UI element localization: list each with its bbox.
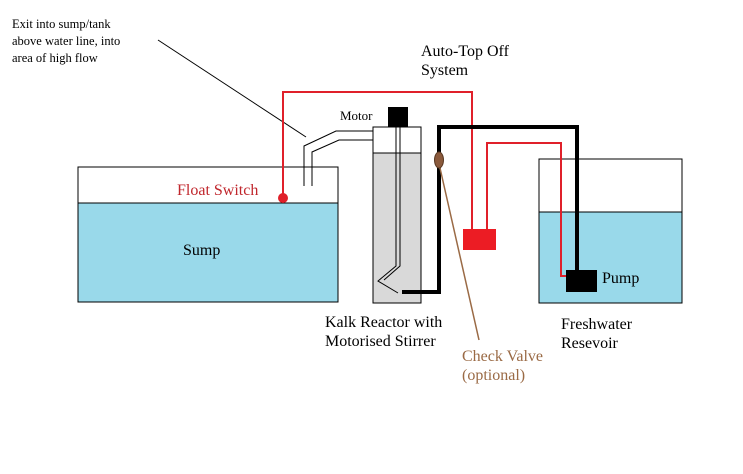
motor-label: Motor bbox=[340, 108, 373, 123]
feed-pipe bbox=[402, 125, 579, 294]
reactor-cap bbox=[372, 126, 422, 154]
sump-tank bbox=[77, 166, 339, 303]
pump-label: Pump bbox=[602, 270, 640, 287]
exit-note: Exit into sump/tank above water line, in… bbox=[12, 16, 120, 67]
kalk-reactor-line-1: Kalk Reactor with bbox=[325, 314, 443, 331]
kalk-reactor-label: Kalk Reactor with Motorised Stirrer bbox=[325, 313, 442, 351]
reactor-body bbox=[372, 152, 422, 304]
exit-note-line-1: Exit into sump/tank bbox=[12, 17, 111, 31]
auto-top-off-line-2: System bbox=[421, 62, 469, 79]
sump-label: Sump bbox=[183, 242, 221, 259]
stirrer-shaft bbox=[377, 127, 399, 294]
freshwater-label: Freshwater Resevoir bbox=[561, 315, 632, 353]
exit-pipe bbox=[303, 130, 373, 186]
float-switch-label: Float Switch bbox=[177, 182, 259, 199]
exit-note-line-3: area of high flow bbox=[12, 51, 98, 65]
stirrer-shaft-2 bbox=[383, 127, 401, 281]
ato-controller-box bbox=[463, 229, 496, 250]
exit-note-leader bbox=[157, 39, 307, 138]
check-valve-leader bbox=[439, 167, 480, 341]
kalk-reactor bbox=[372, 126, 422, 304]
reservoir-water bbox=[538, 211, 683, 304]
auto-top-off-label: Auto-Top Off System bbox=[421, 42, 509, 80]
check-valve-label: Check Valve (optional) bbox=[462, 347, 543, 385]
freshwater-reservoir bbox=[538, 158, 683, 304]
pump-block bbox=[566, 270, 597, 292]
freshwater-line-2: Resevoir bbox=[561, 335, 618, 352]
check-valve-line-1: Check Valve bbox=[462, 348, 544, 365]
motor-block bbox=[388, 107, 408, 127]
exit-note-line-2: above water line, into bbox=[12, 34, 121, 48]
float-switch-wire bbox=[282, 91, 473, 230]
freshwater-line-1: Freshwater bbox=[561, 316, 633, 333]
kalk-reactor-line-2: Motorised Stirrer bbox=[325, 333, 436, 350]
pump-wire bbox=[486, 142, 568, 277]
check-valve bbox=[434, 151, 444, 169]
auto-top-off-line-1: Auto-Top Off bbox=[421, 43, 509, 60]
check-valve-line-2: (optional) bbox=[462, 367, 526, 384]
sump-water bbox=[77, 202, 339, 303]
float-switch bbox=[278, 193, 288, 203]
